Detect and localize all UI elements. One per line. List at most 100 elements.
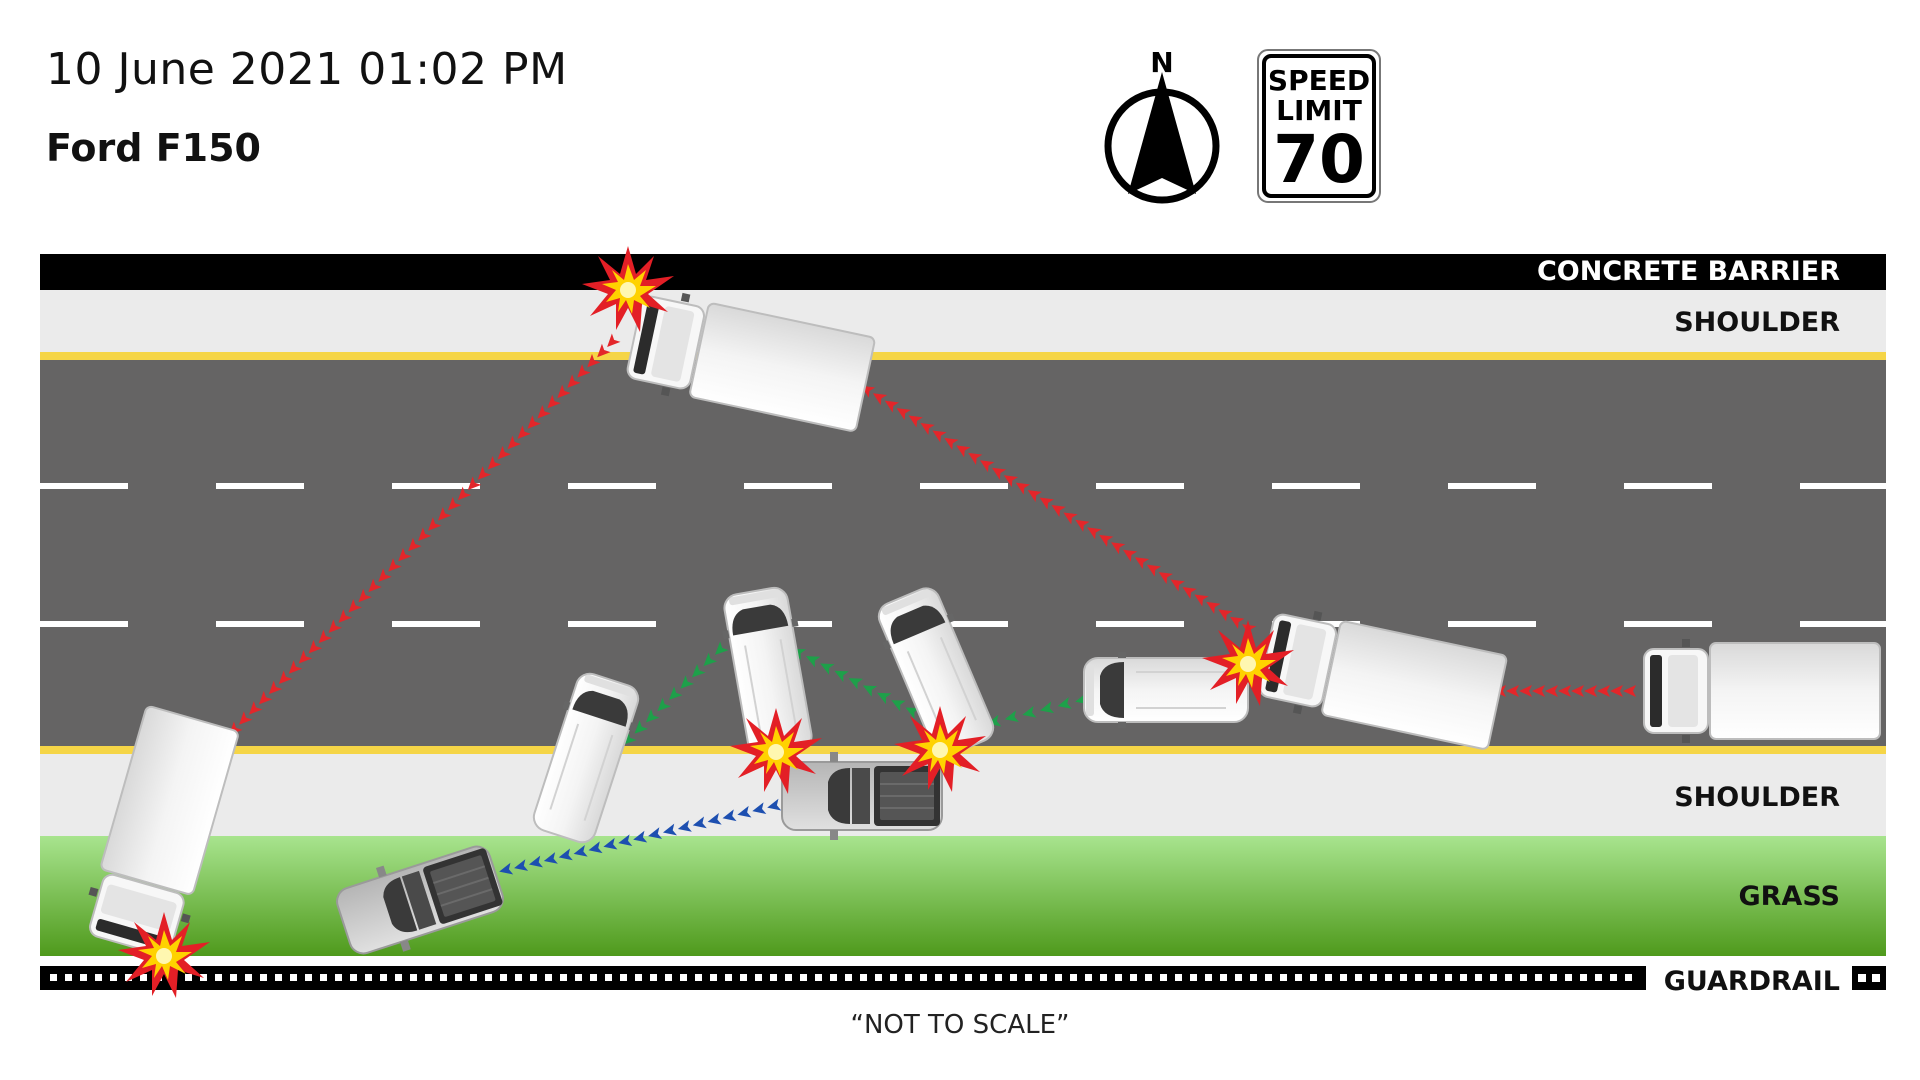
- guardrail-hole: [1220, 974, 1227, 981]
- guardrail-hole: [485, 974, 492, 981]
- guardrail-hole: [350, 974, 357, 981]
- lane-dash: [1448, 621, 1536, 627]
- lane-dash: [568, 621, 656, 627]
- guardrail-hole: [230, 974, 237, 981]
- guardrail-hole: [575, 974, 582, 981]
- guardrail-hole: [830, 974, 837, 981]
- guardrail-hole: [605, 974, 612, 981]
- guardrail-hole: [455, 974, 462, 981]
- guardrail-hole: [1610, 974, 1617, 981]
- guardrail-hole: [1565, 974, 1572, 981]
- guardrail-hole: [95, 974, 102, 981]
- guardrail-hole: [470, 974, 477, 981]
- lane-dash: [40, 483, 128, 489]
- guardrail-hole: [1580, 974, 1587, 981]
- label-shoulder-bottom: SHOULDER: [1674, 782, 1840, 813]
- guardrail-hole: [1085, 974, 1092, 981]
- speed-sign-line2: LIMIT: [1276, 94, 1362, 127]
- guardrail-hole: [80, 974, 87, 981]
- guardrail-hole: [1325, 974, 1332, 981]
- guardrail-hole: [1265, 974, 1272, 981]
- guardrail-hole: [1070, 974, 1077, 981]
- guardrail-hole: [545, 974, 552, 981]
- guardrail-hole: [215, 974, 222, 981]
- guardrail-hole: [935, 974, 942, 981]
- guardrail-hole: [560, 974, 567, 981]
- guardrail-hole: [380, 974, 387, 981]
- guardrail-hole: [1355, 974, 1362, 981]
- guardrail-hole: [695, 974, 702, 981]
- lane-dash: [216, 483, 304, 489]
- guardrail-hole: [1010, 974, 1017, 981]
- north-arrow-icon: N: [1104, 46, 1220, 204]
- top-shoulder: [40, 290, 1886, 354]
- guardrail-hole: [1130, 974, 1137, 981]
- guardrail-hole: [1385, 974, 1392, 981]
- bottom-shoulder: [40, 754, 1886, 838]
- guardrail-hole: [1040, 974, 1047, 981]
- guardrail-hole: [1550, 974, 1557, 981]
- lane-dash: [40, 621, 128, 627]
- guardrail-hole: [800, 974, 807, 981]
- guardrail-hole: [1595, 974, 1602, 981]
- guardrail-hole: [200, 974, 207, 981]
- guardrail-hole: [1025, 974, 1032, 981]
- concrete-barrier: [40, 254, 1886, 290]
- guardrail-hole: [1115, 974, 1122, 981]
- guardrail-hole: [305, 974, 312, 981]
- lane-dash: [392, 483, 480, 489]
- guardrail-hole: [245, 974, 252, 981]
- guardrail-hole: [1055, 974, 1062, 981]
- guardrail-hole: [1280, 974, 1287, 981]
- guardrail-hole: [515, 974, 522, 981]
- guardrail-hole: [140, 974, 147, 981]
- guardrail-hole: [665, 974, 672, 981]
- lane-dash: [392, 621, 480, 627]
- guardrail-hole: [1460, 974, 1467, 981]
- guardrail-hole: [410, 974, 417, 981]
- guardrail-hole: [1625, 974, 1632, 981]
- compass-label: N: [1150, 46, 1173, 79]
- lane-dash: [1800, 621, 1886, 627]
- guardrail-hole: [275, 974, 282, 981]
- guardrail-hole: [740, 974, 747, 981]
- guardrail-hole: [335, 974, 342, 981]
- lane-dash: [1624, 483, 1712, 489]
- truck-start: [1643, 638, 1881, 744]
- guardrail-hole: [110, 974, 117, 981]
- guardrail-hole: [395, 974, 402, 981]
- guardrail-hole: [1535, 974, 1542, 981]
- guardrail-hole: [1310, 974, 1317, 981]
- guardrail-hole: [650, 974, 657, 981]
- lane-dash: [1800, 483, 1886, 489]
- guardrail-hole: [755, 974, 762, 981]
- lane-dash: [1624, 621, 1712, 627]
- label-guardrail: GUARDRAIL: [1664, 966, 1840, 997]
- guardrail-hole: [1370, 974, 1377, 981]
- guardrail-hole: [320, 974, 327, 981]
- lane-dash: [1272, 483, 1360, 489]
- guardrail-hole: [50, 974, 57, 981]
- guardrail: [40, 966, 1886, 990]
- guardrail-hole: [440, 974, 447, 981]
- header-vehicle: Ford F150: [46, 126, 261, 170]
- guardrail-hole: [500, 974, 507, 981]
- guardrail-hole: [1100, 974, 1107, 981]
- guardrail-hole: [980, 974, 987, 981]
- speed-sign-value: 70: [1273, 121, 1365, 198]
- guardrail-hole: [530, 974, 537, 981]
- guardrail-hole: [710, 974, 717, 981]
- guardrail-hole: [1250, 974, 1257, 981]
- speed-limit-sign: SPEED LIMIT 70: [1257, 49, 1381, 203]
- guardrail-hole: [1415, 974, 1422, 981]
- guardrail-hole: [845, 974, 852, 981]
- guardrail-hole: [425, 974, 432, 981]
- guardrail-hole: [290, 974, 297, 981]
- guardrail-hole: [1520, 974, 1527, 981]
- guardrail-hole: [1490, 974, 1497, 981]
- label-shoulder-top: SHOULDER: [1674, 307, 1840, 338]
- guardrail-hole: [65, 974, 72, 981]
- guardrail-hole: [260, 974, 267, 981]
- label-grass: GRASS: [1738, 881, 1840, 912]
- guardrail-hole: [965, 974, 972, 981]
